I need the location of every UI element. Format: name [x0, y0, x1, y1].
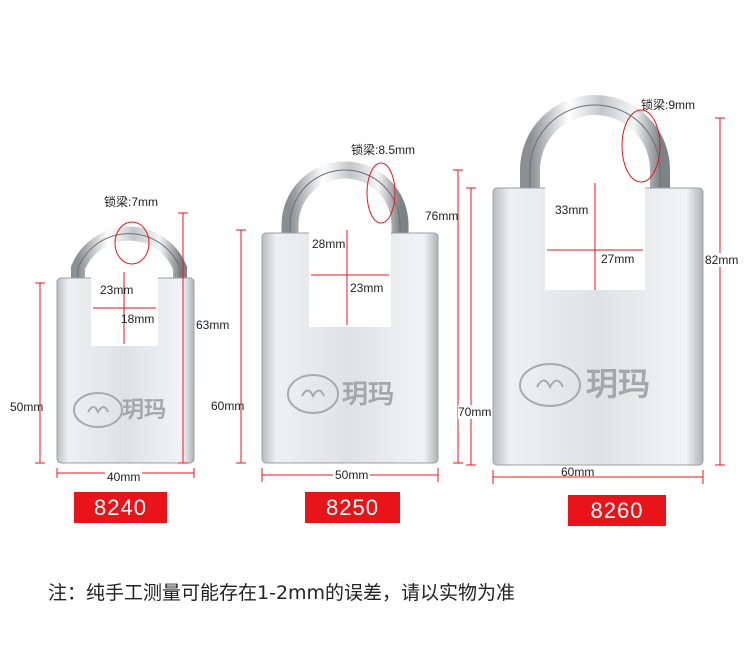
lock-8240-inner-width-label: 18mm: [121, 312, 155, 326]
measurement-note: 注：纯手工测量可能存在1-2mm的误差，请以实物为准: [48, 582, 516, 604]
lock-8240: [56, 226, 195, 464]
lock-8260-body-height-label: 70mm: [458, 405, 492, 419]
lock-8240-brand: 玥玛: [122, 397, 167, 422]
lock-8250-shackle-label: 锁梁:8.5mm: [351, 143, 416, 157]
lock-8240-body-height-label: 50mm: [10, 400, 44, 414]
lock-8250-inner-height-label: 28mm: [312, 237, 346, 251]
lock-8240-total-height-label: 63mm: [196, 318, 230, 332]
lock-8240-width-label: 40mm: [105, 470, 143, 484]
lock-8250-inner-width-label: 23mm: [350, 281, 384, 295]
lock-8260: [492, 95, 704, 466]
lock-8260-inner-width-label: 27mm: [601, 252, 635, 266]
model-badge-8260: 8260: [568, 495, 666, 526]
lock-8260-shackle-label: 锁梁:9mm: [641, 98, 696, 112]
lock-8250: [261, 161, 439, 464]
lock-8260-width-label: 60mm: [561, 465, 595, 479]
lock-8260-brand: 玥玛: [586, 366, 651, 402]
lock-8250-total-height-label: 76mm: [425, 209, 459, 223]
model-badge-8250: 8250: [305, 492, 400, 523]
model-badge-8240: 8240: [74, 492, 167, 523]
lock-8240-shackle-label: 锁梁:7mm: [104, 195, 159, 209]
lock-8240-inner-height-label: 23mm: [100, 283, 134, 297]
lock-8250-brand: 玥玛: [342, 379, 395, 409]
lock-8250-width-label: 50mm: [333, 468, 371, 482]
lock-8260-total-height-label: 82mm: [705, 253, 739, 267]
dimension-lines: [35, 109, 725, 484]
lock-8260-inner-height-label: 33mm: [555, 203, 589, 217]
lock-8250-body-height-label: 60mm: [211, 399, 245, 413]
